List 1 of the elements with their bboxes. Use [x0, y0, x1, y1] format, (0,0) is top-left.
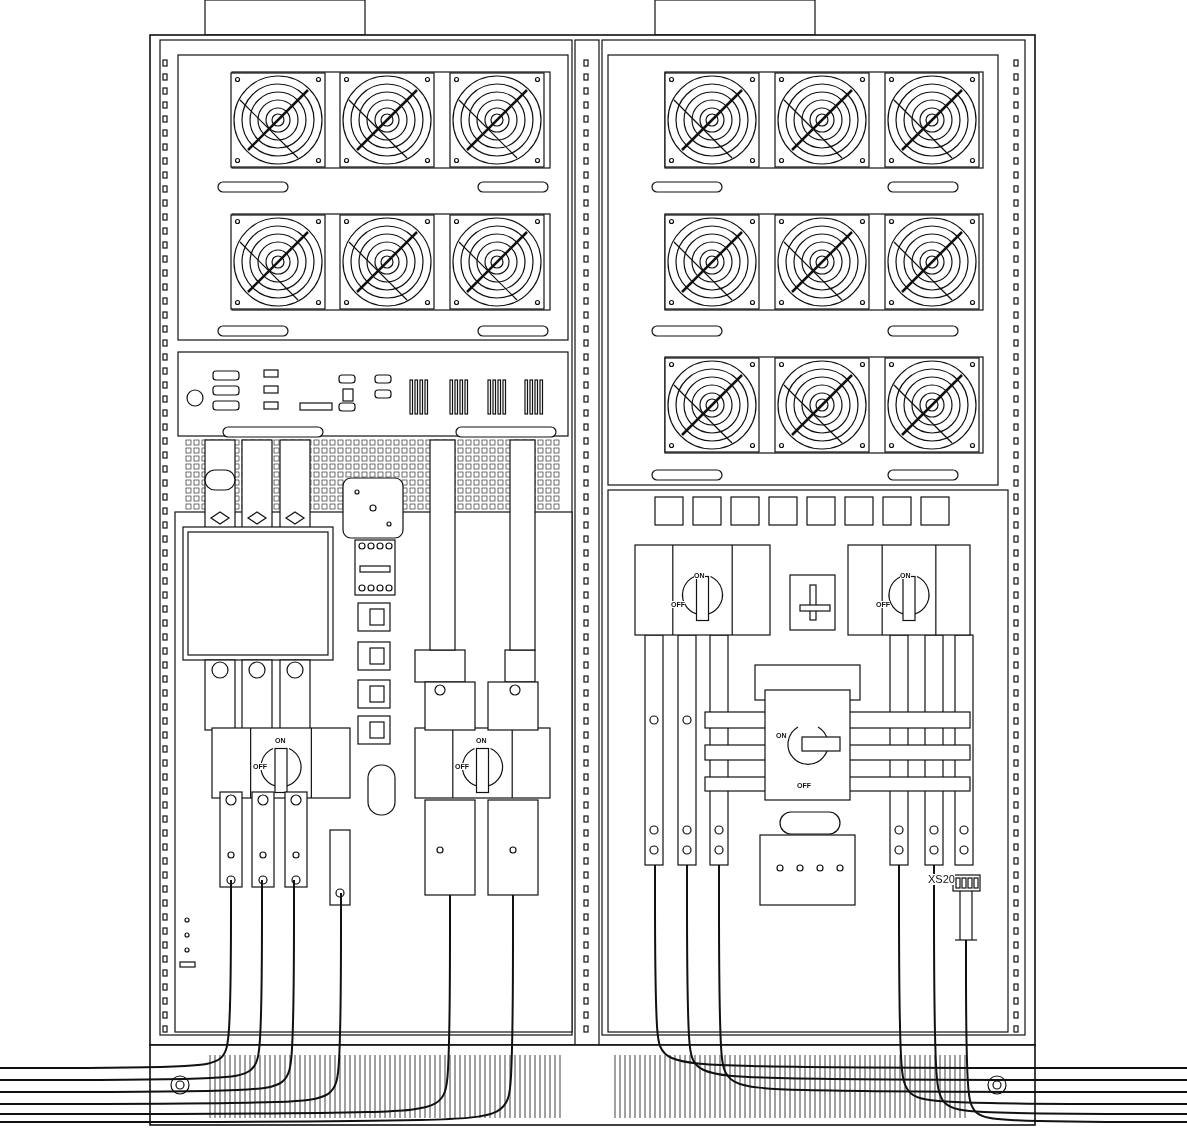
connector-label: XS20	[928, 874, 955, 885]
